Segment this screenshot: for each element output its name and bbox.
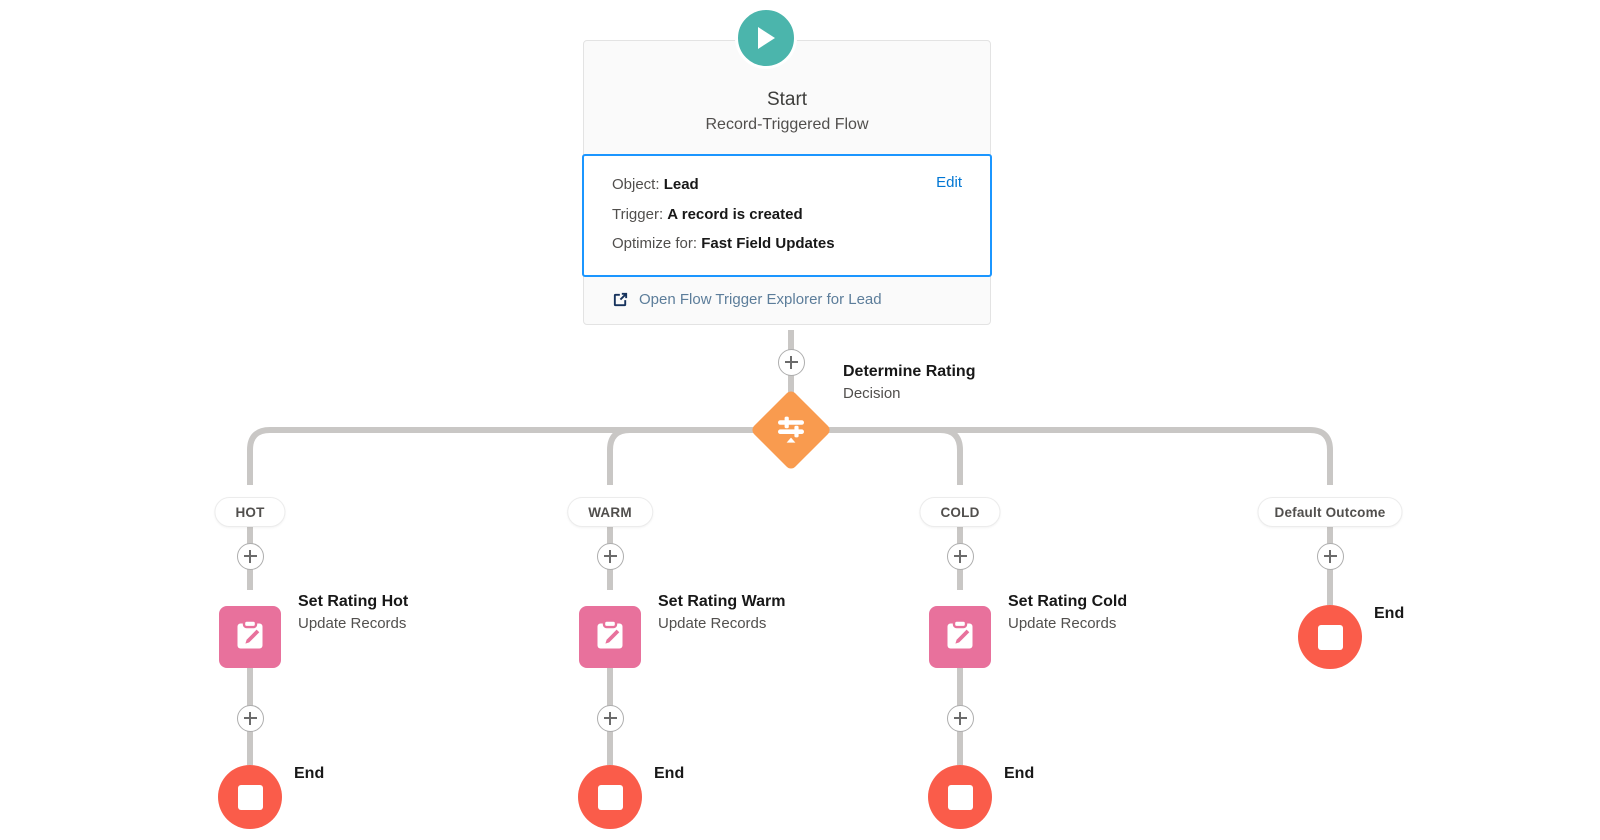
start-title: Start — [766, 89, 808, 110]
detail-row-optimize: Optimize for: Fast Field Updates — [612, 233, 962, 255]
add-element-button-after-cold-action[interactable] — [946, 704, 974, 732]
end-title-warm: End — [654, 765, 685, 782]
stop-icon — [237, 784, 263, 810]
add-element-button-after-start[interactable] — [777, 348, 805, 376]
action-title-cold: Set Rating Cold — [1008, 593, 1128, 610]
end-node-warm[interactable] — [578, 765, 642, 829]
end-title-default-outcome: End — [1374, 605, 1405, 622]
end-node-default-outcome[interactable] — [1298, 605, 1362, 669]
update-records-icon — [233, 618, 267, 657]
detail-value-trigger: A record is created — [667, 205, 803, 223]
end-title-hot: End — [294, 765, 325, 782]
start-footer[interactable]: Open Flow Trigger Explorer for Lead — [584, 277, 990, 324]
decision-node-subtitle: Decision — [843, 384, 901, 402]
decision-node-label: Determine Rating Decision — [843, 362, 975, 404]
add-element-button-hot[interactable] — [236, 542, 264, 570]
action-title-hot: Set Rating Hot — [298, 593, 409, 610]
end-label-warm: End — [654, 764, 684, 785]
decision-rules-icon — [750, 389, 832, 471]
add-element-button-warm[interactable] — [596, 542, 624, 570]
detail-label-object: Object: — [612, 175, 660, 193]
action-subtitle-hot: Update Records — [298, 614, 407, 632]
end-title-cold: End — [1004, 765, 1035, 782]
branch-label-default-outcome-text: Default Outcome — [1274, 504, 1386, 520]
decision-node-title: Determine Rating — [843, 363, 976, 380]
start-trigger-details[interactable]: Edit Object: Lead Trigger: A record is c… — [582, 153, 992, 278]
branch-label-hot-text: HOT — [235, 504, 265, 520]
update-records-node-set-rating-warm[interactable] — [579, 606, 641, 668]
update-records-label-hot: Set Rating Hot Update Records — [298, 592, 408, 634]
play-icon[interactable] — [735, 7, 797, 69]
detail-value-optimize: Fast Field Updates — [701, 235, 835, 253]
end-label-hot: End — [294, 764, 324, 785]
update-records-icon — [943, 618, 977, 657]
add-element-button-after-warm-action[interactable] — [596, 704, 624, 732]
decision-node-determine-rating[interactable] — [749, 388, 833, 472]
stop-icon — [597, 784, 623, 810]
add-element-button-after-hot-action[interactable] — [236, 704, 264, 732]
start-node-card[interactable]: Start Record-Triggered Flow Edit Object:… — [582, 40, 992, 326]
end-node-hot[interactable] — [218, 765, 282, 829]
start-header: Start Record-Triggered Flow — [584, 41, 990, 154]
action-subtitle-cold: Update Records — [1008, 614, 1117, 632]
stop-icon — [947, 784, 973, 810]
update-records-node-set-rating-hot[interactable] — [219, 606, 281, 668]
update-records-icon — [593, 618, 627, 657]
branch-label-cold[interactable]: COLD — [919, 497, 1001, 527]
open-flow-trigger-explorer-link[interactable]: Open Flow Trigger Explorer for Lead — [639, 291, 882, 309]
end-label-default-outcome: End — [1374, 604, 1404, 625]
update-records-label-cold: Set Rating Cold Update Records — [1008, 592, 1127, 634]
action-subtitle-warm: Update Records — [658, 614, 767, 632]
detail-label-optimize: Optimize for: — [612, 235, 698, 253]
action-title-warm: Set Rating Warm — [658, 593, 786, 610]
start-subtitle: Record-Triggered Flow — [705, 116, 869, 133]
detail-row-trigger: Trigger: A record is created — [612, 204, 962, 226]
add-element-button-default-outcome[interactable] — [1316, 542, 1344, 570]
end-label-cold: End — [1004, 764, 1034, 785]
detail-label-trigger: Trigger: — [612, 205, 664, 223]
end-node-cold[interactable] — [928, 765, 992, 829]
branch-label-cold-text: COLD — [940, 504, 980, 520]
detail-row-object: Object: Lead — [612, 174, 962, 196]
add-element-button-cold[interactable] — [946, 542, 974, 570]
edit-start-link[interactable]: Edit — [936, 173, 962, 191]
branch-label-default-outcome[interactable]: Default Outcome — [1257, 497, 1403, 527]
branch-label-hot[interactable]: HOT — [214, 497, 286, 527]
branch-label-warm[interactable]: WARM — [567, 497, 653, 527]
update-records-node-set-rating-cold[interactable] — [929, 606, 991, 668]
stop-icon — [1317, 624, 1343, 650]
branch-label-warm-text: WARM — [588, 504, 632, 520]
detail-value-object: Lead — [663, 175, 699, 193]
external-link-icon — [612, 291, 629, 308]
update-records-label-warm: Set Rating Warm Update Records — [658, 592, 785, 634]
